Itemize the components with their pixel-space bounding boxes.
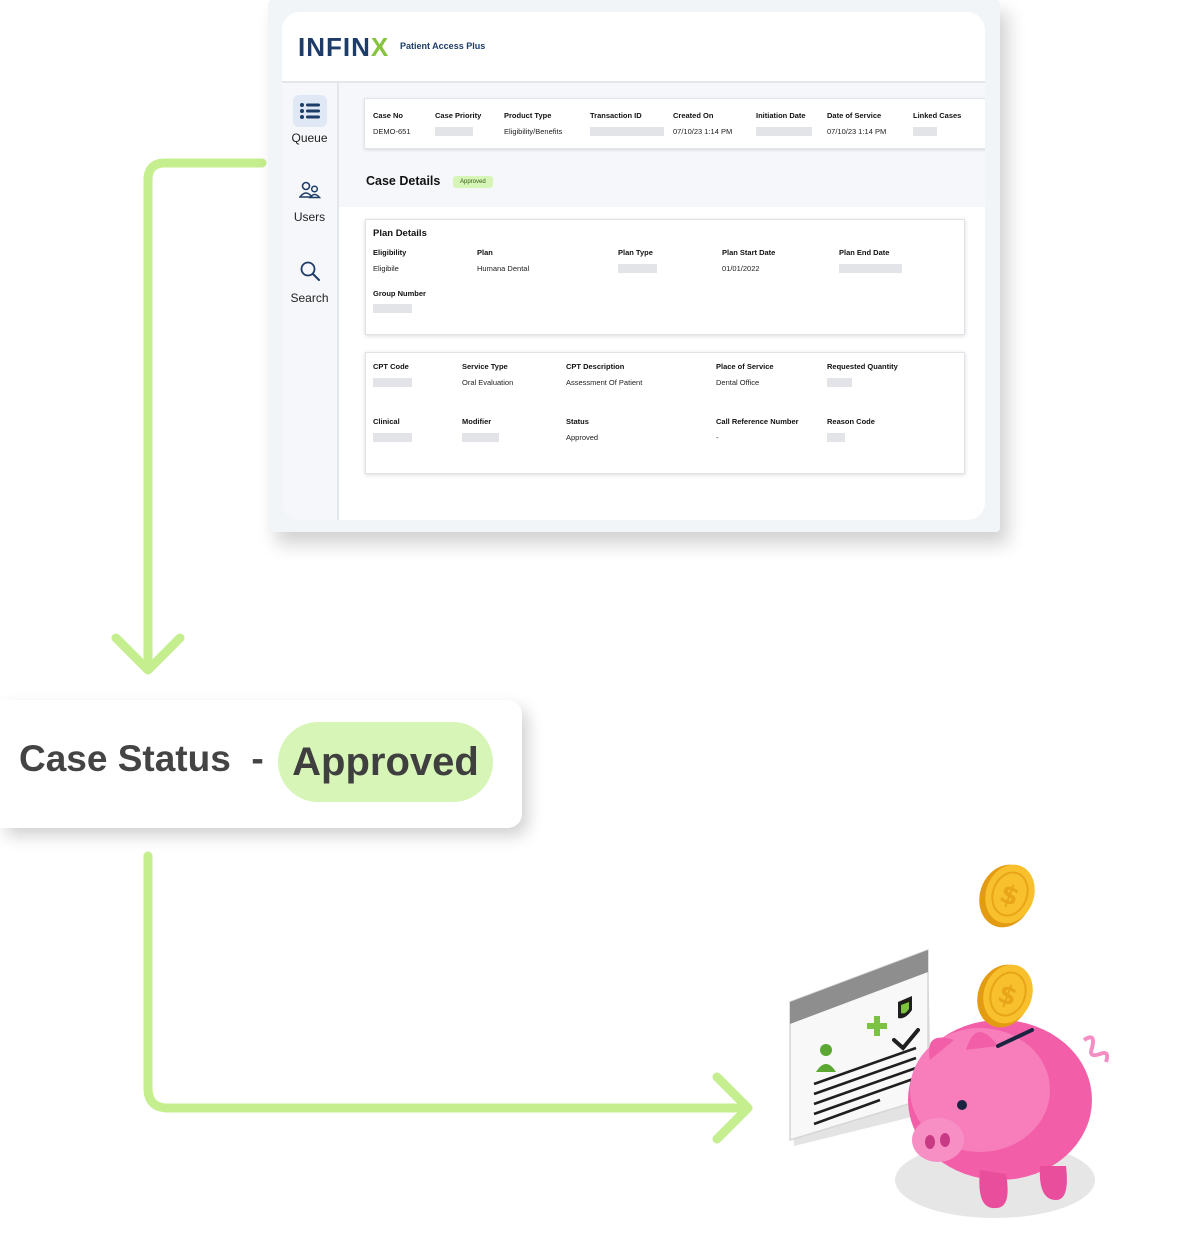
nav-label-search: Search: [290, 291, 329, 305]
approved-pill: Approved: [278, 722, 493, 802]
piggy-bank-illustration: $ $: [789, 864, 1110, 1218]
list-icon: [292, 95, 327, 127]
redacted-value: [590, 127, 664, 136]
redacted-value: [373, 304, 412, 313]
product-name: Patient Access Plus: [400, 41, 486, 51]
coin-icon: $: [979, 864, 1035, 928]
flow-arrow-down: [143, 158, 267, 673]
coin-icon: $: [977, 964, 1033, 1028]
case-status-callout: Case Status - Approved: [0, 700, 522, 828]
nav-item-queue[interactable]: Queue: [282, 95, 337, 145]
service-status-value: Approved: [566, 433, 599, 442]
redacted-value: [913, 127, 937, 136]
service-details-panel: CPT Code Service Type Oral Evaluation CP…: [365, 352, 965, 474]
redacted-value: [756, 127, 812, 136]
nav-item-users[interactable]: Users: [282, 174, 337, 224]
eligibility-value: Eligibile: [373, 264, 399, 273]
infinx-logo: INFINX: [298, 32, 390, 62]
redacted-value: [618, 264, 657, 273]
details-area: Plan Details Eligibility Eligibile Plan …: [339, 207, 985, 520]
plan-details-panel: Plan Details Eligibility Eligibile Plan …: [365, 219, 965, 335]
nav-label-users: Users: [293, 210, 326, 224]
main-content: Case No DEMO-651 Case Priority Product T…: [339, 83, 985, 520]
case-info-card: Case No DEMO-651 Case Priority Product T…: [364, 98, 985, 149]
redacted-value: [827, 378, 852, 387]
nav-label-queue: Queue: [291, 131, 328, 145]
redacted-value: [827, 433, 845, 442]
users-icon: [293, 174, 327, 206]
plan-value: Humana Dental: [477, 264, 530, 273]
plan-start-date-value: 01/01/2022: [722, 264, 760, 273]
redacted-value: [839, 264, 902, 273]
search-icon: [293, 255, 327, 287]
flow-arrow-right: [143, 851, 750, 1113]
case-no-value: DEMO-651: [373, 127, 411, 136]
status-badge: Approved: [453, 176, 493, 188]
plan-details-title: Plan Details: [373, 228, 427, 239]
piggy-bank-icon: [908, 1020, 1110, 1209]
case-details-title: Case Details: [366, 174, 441, 188]
nav-item-search[interactable]: Search: [282, 255, 337, 305]
app-header: INFINX Patient Access Plus: [282, 12, 985, 83]
case-status-label: Case Status -: [19, 738, 264, 779]
app-window: INFINX Patient Access Plus Queue: [282, 12, 985, 520]
sidebar: Queue Users Search: [282, 83, 339, 520]
redacted-value: [462, 433, 499, 442]
insurance-card-icon: [789, 948, 932, 1146]
redacted-value: [435, 127, 473, 136]
redacted-value: [373, 433, 412, 442]
redacted-value: [373, 378, 412, 387]
flow-arrow-down-head: [111, 633, 185, 675]
flow-arrow-right-head: [712, 1072, 753, 1144]
